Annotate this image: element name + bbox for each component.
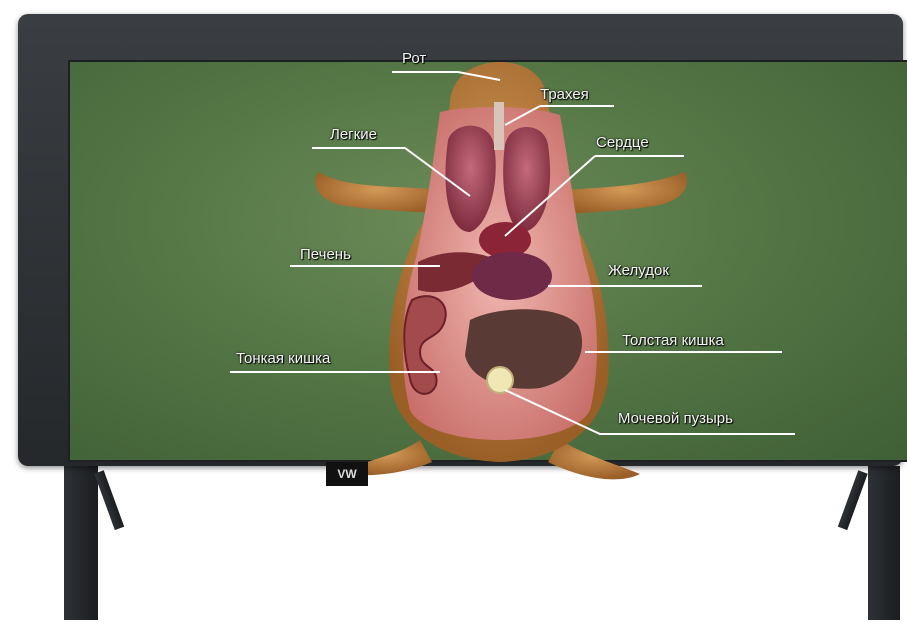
label-large-intestine: Толстая кишка	[622, 332, 724, 349]
label-lungs: Легкие	[330, 126, 377, 143]
label-liver: Печень	[300, 246, 351, 263]
frog-arm-left	[315, 172, 440, 215]
label-mouth: Рот	[402, 50, 426, 67]
stomach-organ	[472, 252, 552, 300]
label-stomach: Желудок	[608, 262, 669, 279]
label-bladder: Мочевой пузырь	[618, 410, 733, 427]
label-heart: Сердце	[596, 134, 649, 151]
brand-tag: VW	[326, 462, 368, 486]
bladder-organ	[487, 367, 513, 393]
frog-arm-right	[560, 172, 687, 215]
label-trachea: Трахея	[540, 86, 589, 103]
trachea-organ	[494, 102, 504, 150]
label-small-intestine: Тонкая кишка	[236, 350, 330, 367]
